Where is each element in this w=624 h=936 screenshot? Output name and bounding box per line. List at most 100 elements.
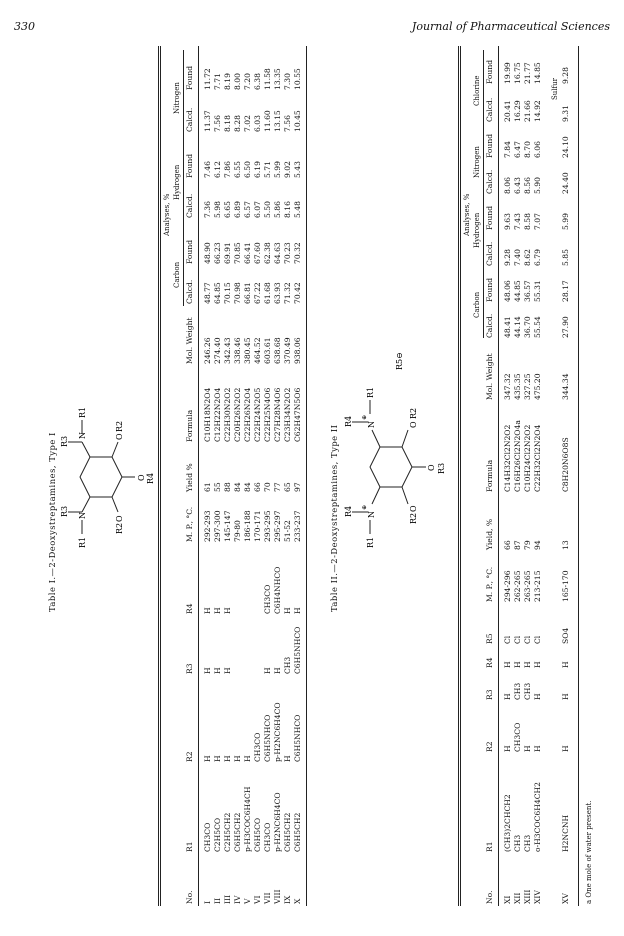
- table-cell: 5.86: [273, 201, 282, 218]
- table-cell: (CH3)2CHCH2: [503, 794, 512, 852]
- table-cell: 28.17: [561, 280, 570, 302]
- table-cell: p-H3COC6H4CH: [243, 786, 252, 852]
- t2-h-mw: Mol. Weight: [485, 353, 494, 400]
- table-cell: VII: [263, 892, 272, 904]
- table-cell: 8.56: [523, 177, 532, 194]
- table-cell: 170-171: [253, 510, 262, 542]
- table-cell: 70.23: [283, 242, 292, 264]
- table-cell: 64.63: [273, 242, 282, 264]
- table-cell: 51-52: [283, 520, 292, 542]
- table-cell: CH3: [513, 682, 522, 700]
- t1-r3-right: R3: [60, 436, 69, 447]
- table-cell: 5.99: [561, 213, 570, 230]
- table1-header-rule: [198, 46, 199, 906]
- table-cell: H: [203, 607, 212, 614]
- table2-chlorine-header: Chlorine: [473, 75, 481, 106]
- table-cell: 8.62: [523, 249, 532, 266]
- table-cell: 70.85: [233, 242, 242, 264]
- table-cell: 262-265: [513, 570, 522, 602]
- table-cell: C2H5CH2: [223, 812, 232, 852]
- t2-h-r5: R5: [485, 633, 494, 644]
- table-cell: 293-295: [263, 510, 272, 542]
- table-cell: 9.63: [503, 213, 512, 230]
- t2-h-n-found: Found: [485, 133, 494, 158]
- table-cell: 11.37: [203, 110, 212, 132]
- table-cell: 70.15: [223, 282, 232, 304]
- table-cell: p-H2NC6H4CO: [273, 702, 282, 762]
- table-cell: 6.07: [253, 201, 262, 218]
- table-cell: H: [503, 745, 512, 752]
- table-cell: 5.98: [213, 201, 222, 218]
- table-cell: CH3: [513, 834, 522, 852]
- table-cell: 27.90: [561, 316, 570, 338]
- table1-hydrogen-header: Hydrogen: [173, 164, 181, 200]
- table-cell: XV: [561, 893, 570, 904]
- table-cell: 7.43: [513, 213, 522, 230]
- table-cell: C2H5CO: [213, 817, 222, 852]
- table-cell: 638.68: [273, 337, 282, 364]
- t1-h-n-found: Found: [185, 65, 194, 90]
- table-cell: CH3: [283, 656, 292, 674]
- table1-nitrogen-header: Nitrogen: [173, 82, 181, 114]
- table2-structure: N ⊕ N ⊕ R1 R1 R4 R4 O R2 O R2 O R3 R5⊖: [344, 352, 446, 548]
- table-cell: 77: [273, 482, 282, 492]
- table-cell: IX: [283, 895, 292, 904]
- table-cell: 5.50: [263, 201, 272, 218]
- table1-title: Table I.—2-Deoxystreptamines, Type I: [47, 432, 57, 612]
- t1-h-n-calcd: Calcd.: [185, 107, 194, 132]
- table-cell: 79-80: [233, 520, 242, 542]
- t2-h-r4: R4: [485, 657, 494, 668]
- table-cell: CH3CO: [203, 822, 212, 852]
- table1-header-row: No. R1 R2 R3 R4 M. P., °C. Yield % Formu…: [185, 32, 196, 912]
- table-cell: 21.77: [523, 62, 532, 84]
- table-cell: Cl: [503, 635, 512, 644]
- table2-bottom-rule: [578, 46, 579, 906]
- table-cell: H: [223, 667, 232, 674]
- table-cell: 67.22: [253, 282, 262, 304]
- table-cell: 88: [223, 482, 232, 492]
- t2-h-r3: R3: [485, 689, 494, 700]
- table-cell: 7.71: [213, 73, 222, 90]
- t1-o-bottom: O: [137, 474, 146, 481]
- table-cell: Cl: [513, 635, 522, 644]
- table-cell: C14H32Cl2N2O2: [503, 424, 512, 492]
- table-cell: 6.06: [533, 141, 542, 158]
- table2-analyses-header: Analyses, %: [463, 193, 471, 236]
- table-cell: H: [503, 661, 512, 668]
- table-cell: 347.32: [503, 373, 512, 400]
- table-cell: 327.25: [523, 373, 532, 400]
- table-cell: C8H20N6O8S: [561, 437, 570, 492]
- table-cell: 44.85: [513, 280, 522, 302]
- t1-r4: R4: [146, 473, 155, 484]
- table-cell: H: [523, 661, 532, 668]
- table-cell: 5.48: [293, 201, 302, 218]
- t2-r2-right: R2: [409, 408, 418, 419]
- table-cell: 13: [561, 540, 570, 550]
- table2-sulfur-header: Sulfur: [551, 78, 559, 100]
- table-cell: H: [523, 745, 532, 752]
- t1-h-formula: Formula: [185, 409, 194, 442]
- table-cell: 13.35: [273, 68, 282, 90]
- t2-o-left: O: [409, 505, 418, 512]
- table-cell: CH3CO: [263, 584, 272, 614]
- table-cell: 70.32: [293, 242, 302, 264]
- table-cell: 71.32: [283, 282, 292, 304]
- table-cell: 24.10: [561, 136, 570, 158]
- table-cell: H: [283, 755, 292, 762]
- table-cell: 6.43: [513, 177, 522, 194]
- table-cell: 20.41: [503, 100, 512, 122]
- table2-nitrogen-header: Nitrogen: [473, 146, 481, 178]
- table-cell: 70.42: [293, 282, 302, 304]
- table-cell: 16.29: [513, 100, 522, 122]
- t2-r2-left: R2: [409, 513, 418, 524]
- table-cell: 69.91: [223, 242, 232, 264]
- table-cell: 16.75: [513, 62, 522, 84]
- table-cell: 475.20: [533, 373, 542, 400]
- table-cell: H: [213, 607, 222, 614]
- table-cell: 36.57: [523, 280, 532, 302]
- table-cell: C6H5CH2: [293, 812, 302, 852]
- t2-r4-right: R4: [344, 416, 353, 427]
- table-cell: H: [561, 745, 570, 752]
- table-cell: 94: [533, 540, 542, 550]
- t2-h-no: No.: [485, 890, 494, 905]
